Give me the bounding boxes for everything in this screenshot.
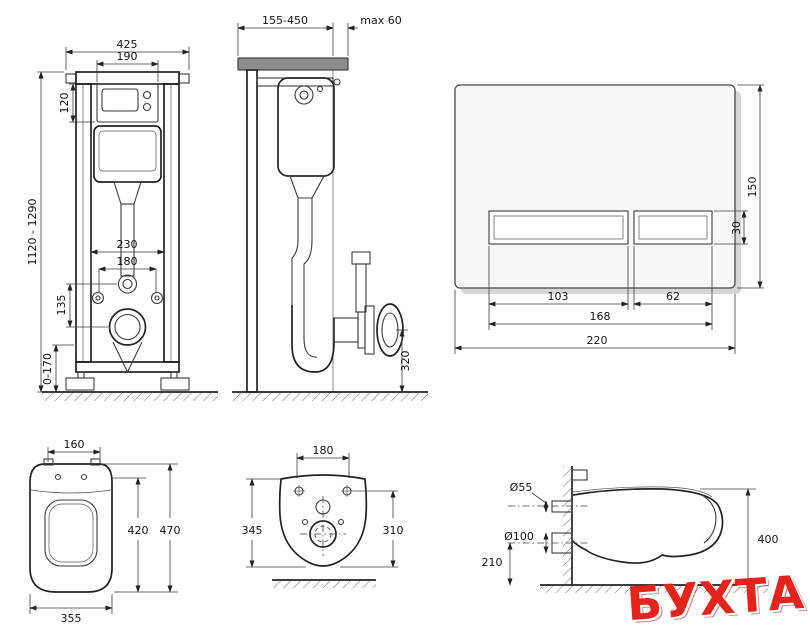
dim-flush-unit-height: 120: [58, 93, 71, 114]
seat-opening: [44, 499, 98, 567]
mounting-bolt-right: [150, 291, 164, 305]
fixing-bracket: [571, 469, 588, 481]
dim-height-left: 345: [242, 524, 263, 537]
frame-rail-side: [246, 69, 258, 393]
wall-strut: [256, 77, 334, 87]
bowl-top-view: 160 420 470 355: [29, 438, 181, 625]
dim-button-height: 30: [730, 221, 743, 235]
dim-hole-span: 180: [313, 444, 334, 457]
buhta-watermark-logo: БУХТА: [625, 564, 807, 632]
flush-button-small: [633, 210, 713, 245]
pipe-connector: [117, 274, 138, 294]
dim-pipe-span: 180: [117, 255, 138, 268]
wall-hatch: [563, 466, 572, 585]
dim-frame-height-range: 1120 - 1290: [26, 199, 39, 266]
dim-seat-width: 160: [64, 438, 85, 451]
mounting-bolt-left: [91, 291, 105, 305]
dim-plate-height: 150: [746, 177, 759, 198]
cistern-tank: [93, 125, 162, 183]
flush-plate: [454, 84, 736, 289]
bowl-outline-side: [572, 488, 724, 564]
bowl-front-view: 180 345 310: [242, 444, 404, 588]
frame-side-view: 155-450 max 60 320: [232, 14, 428, 401]
dim-length-outer: 470: [160, 524, 181, 537]
dim-depth-range: 155-450: [262, 14, 308, 27]
dim-bolt-span: 230: [117, 238, 138, 251]
bowl-side-view: Ø55 Ø100 210 400: [482, 466, 779, 593]
dim-max-offset: max 60: [360, 14, 401, 27]
dim-bowl-height: 400: [758, 533, 779, 546]
dim-frame-width: 425: [117, 38, 138, 51]
frame-rail-right: [163, 83, 180, 363]
dim-buttons-total-width: 168: [590, 310, 611, 323]
floor-hatch: [42, 393, 218, 401]
dim-bowl-width: 355: [61, 612, 82, 625]
dim-outlet-diameter: Ø100: [504, 530, 534, 543]
flush-pipe-cone: [113, 181, 142, 205]
dim-outlet-floor-height: 210: [482, 556, 503, 569]
frame-top-crossbar: [75, 71, 180, 85]
flush-plate-view: 150 30 103 62 168 220: [454, 84, 764, 354]
dim-inlet-diameter: Ø55: [510, 481, 533, 494]
frame-bottom-crossbar: [75, 361, 180, 373]
dim-foot-range: 0-170: [41, 353, 54, 385]
frame-foot-left: [65, 377, 95, 391]
bowl-outline-top: [29, 463, 113, 593]
inlet-pipe: [551, 500, 573, 513]
frame-rail-left: [75, 83, 92, 363]
outlet-pipe-side: [333, 317, 359, 343]
frame-foot-right: [160, 377, 190, 391]
wall-slab: [237, 57, 349, 71]
dim-height-right: 310: [383, 524, 404, 537]
wall-bracket-right: [178, 73, 190, 84]
dim-plate-width: 220: [587, 334, 608, 347]
dim-outlet-height: 320: [399, 351, 412, 372]
frame-front-view: 425 190 120 1120 - 1290: [26, 38, 218, 401]
discharge-bend: [112, 341, 143, 374]
dim-flush-unit-width: 190: [117, 50, 138, 63]
dim-outlet-offset: 135: [55, 295, 68, 316]
flush-unit-box: [96, 83, 159, 123]
p-trap: [291, 305, 335, 373]
dim-button-left-width: 103: [548, 290, 569, 303]
flush-button-large: [488, 210, 629, 245]
cistern-side: [277, 77, 335, 177]
dim-button-right-width: 62: [666, 290, 680, 303]
wall-bracket-left: [65, 73, 77, 84]
outlet-opening: [108, 308, 147, 346]
flush-pipe: [120, 203, 135, 277]
dim-length-inner: 420: [128, 524, 149, 537]
bowl-outline-front: [278, 474, 368, 567]
